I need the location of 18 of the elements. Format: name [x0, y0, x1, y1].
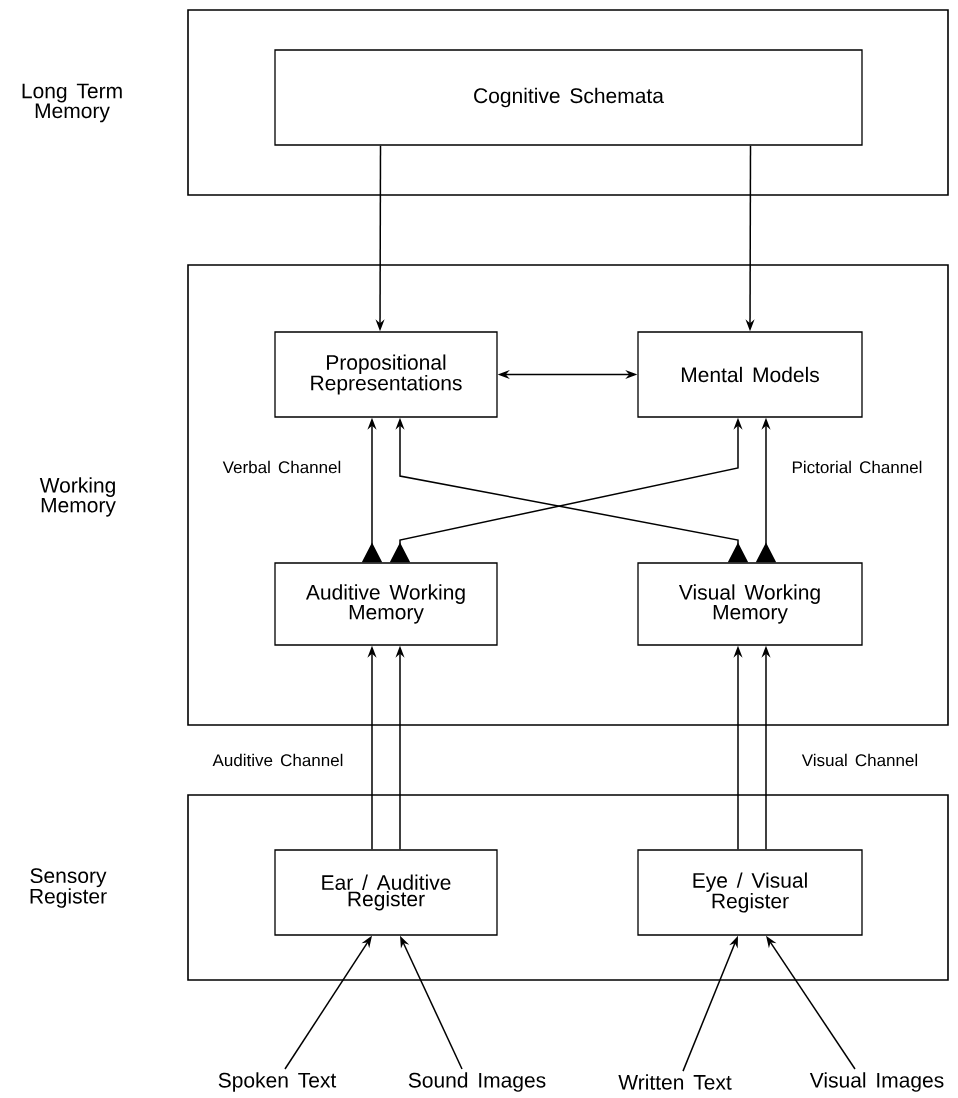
- process-box: Visual Working Memory: [637, 562, 863, 646]
- input-text: Spoken Text: [218, 1072, 337, 1092]
- input-text: Written Text: [618, 1074, 732, 1090]
- process-box: Cognitive Schemata: [274, 49, 863, 146]
- input-text: Visual Images: [809, 1072, 944, 1092]
- edge-label: Auditive Channel: [210, 751, 346, 769]
- edge-label: Visual Channel: [799, 751, 921, 769]
- process-box: Mental Models: [637, 331, 863, 418]
- process-box: Ear / Auditive Register: [274, 849, 498, 936]
- band-heading: Working Memory: [39, 477, 116, 517]
- edge-label: Verbal Channel: [220, 458, 344, 476]
- process-box: Auditive Working Memory: [274, 562, 498, 646]
- edge-label: Pictorial Channel: [789, 458, 925, 476]
- band-heading: Long Term Memory: [22, 83, 122, 123]
- input-text: Sound Images: [408, 1072, 546, 1092]
- process-box: Eye / Visual Register: [637, 849, 863, 936]
- process-box: Propositional Representations: [274, 331, 498, 418]
- band-heading: Sensory Register: [30, 868, 107, 908]
